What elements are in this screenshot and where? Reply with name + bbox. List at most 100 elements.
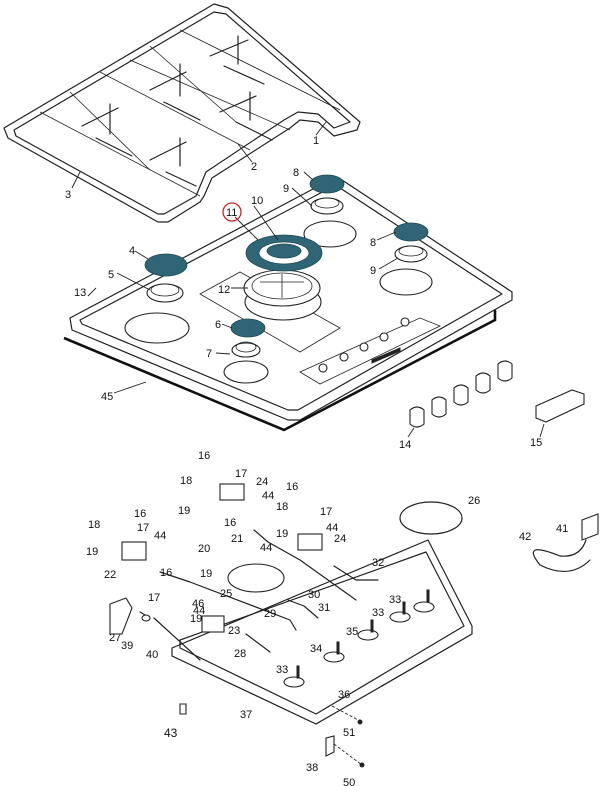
burner-cap-4[interactable] bbox=[144, 253, 188, 277]
callout-19[interactable]: 19 bbox=[200, 568, 212, 580]
callout-9-right[interactable]: 9 bbox=[370, 265, 376, 277]
ignition-cable[interactable] bbox=[532, 539, 591, 572]
callout-25[interactable]: 25 bbox=[220, 588, 232, 600]
gas-taps[interactable] bbox=[283, 589, 435, 688]
screw[interactable] bbox=[357, 719, 363, 725]
callout-27[interactable]: 27 bbox=[109, 632, 121, 644]
callout-9-rear[interactable]: 9 bbox=[283, 183, 289, 195]
callout-22[interactable]: 22 bbox=[104, 569, 116, 581]
wok-burner-base[interactable] bbox=[227, 563, 285, 593]
callout-19[interactable]: 19 bbox=[178, 505, 190, 517]
callout-24[interactable]: 24 bbox=[256, 476, 268, 488]
callout-17[interactable]: 17 bbox=[137, 522, 149, 534]
wok-burner[interactable] bbox=[243, 234, 323, 321]
callout-19[interactable]: 19 bbox=[276, 528, 288, 540]
callout-8-rear[interactable]: 8 bbox=[293, 167, 299, 179]
burner-rear[interactable] bbox=[309, 174, 345, 215]
callout-12[interactable]: 12 bbox=[218, 284, 230, 296]
burner-cap-8-rear[interactable] bbox=[309, 174, 345, 194]
callout-44[interactable]: 44 bbox=[326, 522, 338, 534]
callout-39[interactable]: 39 bbox=[121, 640, 133, 652]
wok-burner-cap-10[interactable] bbox=[266, 243, 302, 259]
callout-44[interactable]: 44 bbox=[154, 530, 166, 542]
fixing-clip[interactable] bbox=[325, 735, 335, 757]
washer[interactable] bbox=[141, 614, 151, 622]
callout-33[interactable]: 33 bbox=[372, 607, 384, 619]
callout-24[interactable]: 24 bbox=[334, 533, 346, 545]
callout-17[interactable]: 17 bbox=[148, 592, 160, 604]
callout-40[interactable]: 40 bbox=[146, 649, 158, 661]
highlight-ring-part-11 bbox=[222, 202, 242, 222]
callout-44[interactable]: 44 bbox=[193, 605, 205, 617]
callout-2[interactable]: 2 bbox=[251, 161, 257, 173]
callout-8-right[interactable]: 8 bbox=[370, 237, 376, 249]
ignition-plug[interactable] bbox=[179, 703, 187, 715]
callout-36[interactable]: 36 bbox=[338, 689, 350, 701]
burner-valve-housings[interactable] bbox=[121, 483, 323, 633]
callout-7[interactable]: 7 bbox=[206, 348, 212, 360]
callout-21[interactable]: 21 bbox=[231, 533, 243, 545]
callout-42[interactable]: 42 bbox=[519, 531, 531, 543]
callout-15[interactable]: 15 bbox=[530, 437, 542, 449]
callout-16[interactable]: 16 bbox=[224, 517, 236, 529]
callout-4[interactable]: 4 bbox=[129, 245, 135, 257]
base-tray[interactable] bbox=[171, 539, 473, 725]
screw[interactable] bbox=[359, 762, 365, 768]
callout-26[interactable]: 26 bbox=[468, 495, 480, 507]
callout-31[interactable]: 31 bbox=[318, 602, 330, 614]
callout-16[interactable]: 16 bbox=[198, 450, 210, 462]
callout-16[interactable]: 16 bbox=[286, 481, 298, 493]
callout-35[interactable]: 35 bbox=[346, 626, 358, 638]
callout-13[interactable]: 13 bbox=[74, 287, 86, 299]
callout-18[interactable]: 18 bbox=[88, 519, 100, 531]
burner-cap-8-right[interactable] bbox=[393, 222, 429, 242]
callout-37[interactable]: 37 bbox=[240, 709, 252, 721]
callout-43[interactable]: 43 bbox=[164, 726, 178, 740]
callout-3[interactable]: 3 bbox=[65, 189, 71, 201]
callout-16[interactable]: 16 bbox=[160, 567, 172, 579]
callout-5[interactable]: 5 bbox=[108, 269, 114, 281]
callout-45[interactable]: 45 bbox=[101, 391, 113, 403]
hob-top-plate[interactable] bbox=[69, 179, 513, 421]
callout-18[interactable]: 18 bbox=[276, 501, 288, 513]
control-bracket[interactable] bbox=[535, 389, 585, 423]
callout-44[interactable]: 44 bbox=[260, 542, 272, 554]
callout-20[interactable]: 20 bbox=[198, 543, 210, 555]
callout-32[interactable]: 32 bbox=[372, 557, 384, 569]
callout-33[interactable]: 33 bbox=[276, 664, 288, 676]
callout-28[interactable]: 28 bbox=[234, 648, 246, 660]
callout-38[interactable]: 38 bbox=[306, 762, 318, 774]
seal-ring[interactable] bbox=[399, 501, 463, 535]
callout-29[interactable]: 29 bbox=[264, 608, 276, 620]
pan-support-grids[interactable] bbox=[3, 3, 361, 223]
callout-34[interactable]: 34 bbox=[310, 643, 322, 655]
hob-seal-gasket[interactable] bbox=[63, 310, 497, 432]
leader-lines bbox=[71, 121, 545, 438]
callout-19[interactable]: 19 bbox=[86, 546, 98, 558]
gas-elbow-connector[interactable] bbox=[109, 597, 133, 635]
control-knobs[interactable] bbox=[409, 360, 513, 428]
callout-44[interactable]: 44 bbox=[262, 490, 274, 502]
callout-46[interactable]: 46 bbox=[192, 598, 204, 610]
callout-18[interactable]: 18 bbox=[180, 475, 192, 487]
callout-50[interactable]: 50 bbox=[343, 777, 355, 786]
callout-6[interactable]: 6 bbox=[215, 319, 221, 331]
callout-14[interactable]: 14 bbox=[399, 439, 411, 451]
spark-generator[interactable] bbox=[581, 513, 599, 541]
burner-right[interactable] bbox=[393, 222, 429, 263]
burner-front-left[interactable] bbox=[144, 253, 188, 303]
callout-11[interactable]: 11 bbox=[226, 207, 237, 219]
callout-1[interactable]: 1 bbox=[313, 135, 319, 147]
callout-16[interactable]: 16 bbox=[134, 508, 146, 520]
callout-17[interactable]: 17 bbox=[235, 468, 247, 480]
callout-41[interactable]: 41 bbox=[556, 523, 568, 535]
callout-17[interactable]: 17 bbox=[320, 506, 332, 518]
callout-23[interactable]: 23 bbox=[228, 625, 240, 637]
callout-51[interactable]: 51 bbox=[343, 727, 355, 739]
callout-10[interactable]: 10 bbox=[251, 195, 263, 207]
burner-small-front[interactable] bbox=[230, 318, 266, 358]
callout-19[interactable]: 19 bbox=[190, 613, 202, 625]
burner-cap-6[interactable] bbox=[230, 318, 266, 338]
callout-30[interactable]: 30 bbox=[308, 589, 320, 601]
callout-33[interactable]: 33 bbox=[389, 594, 401, 606]
